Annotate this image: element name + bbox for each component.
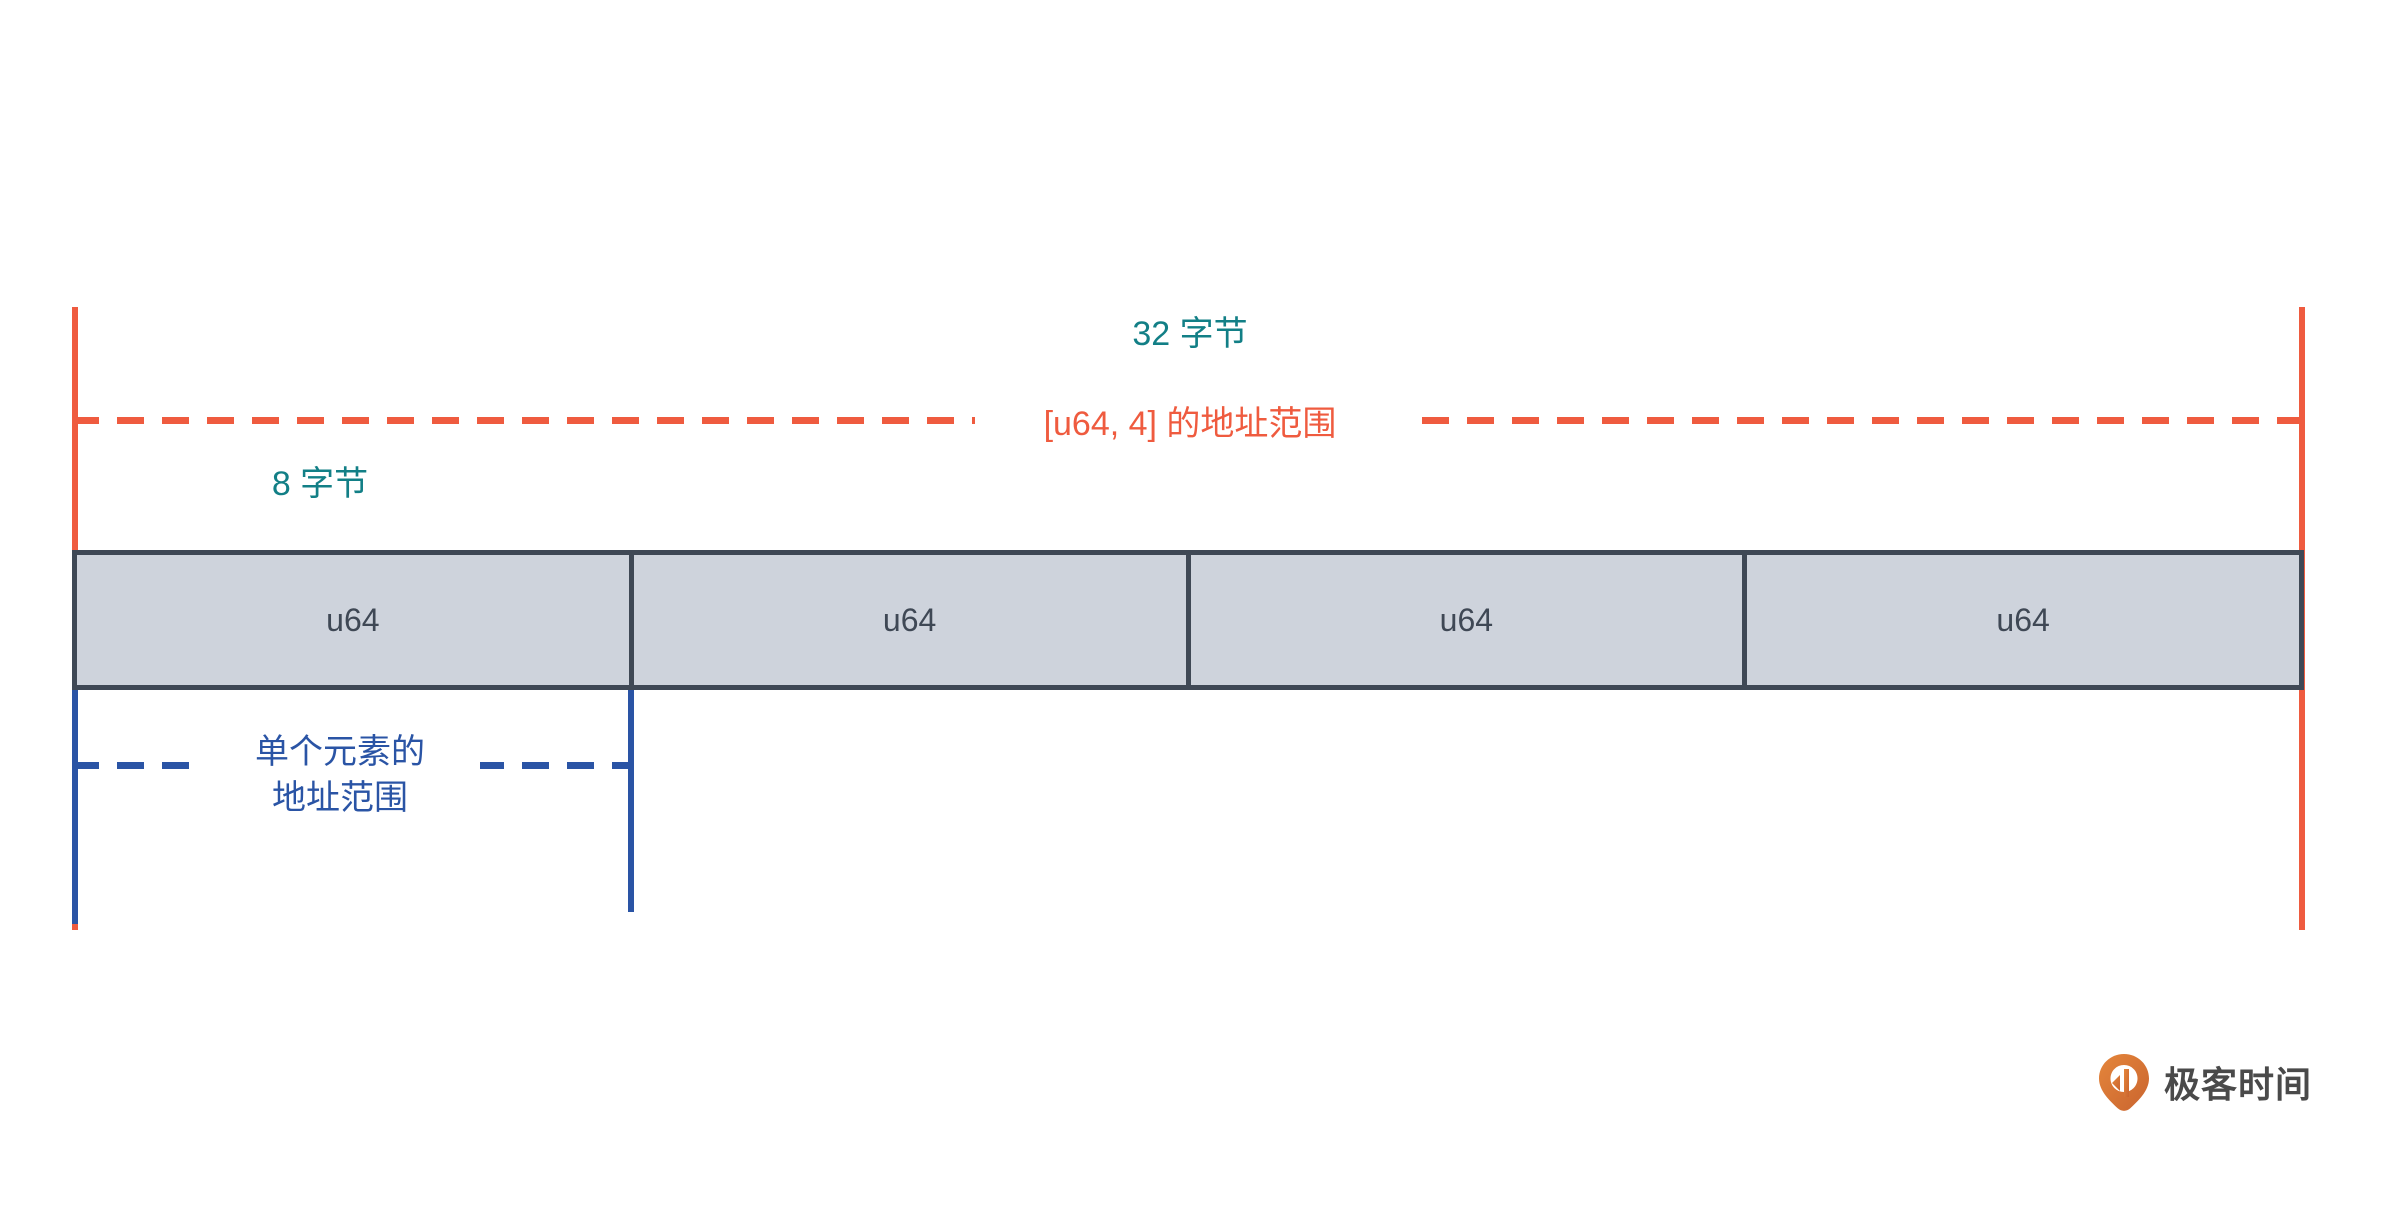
element-range-label: 单个元素的 地址范围 (200, 728, 480, 824)
brand-name: 极客时间 (2164, 1064, 2313, 1105)
element-range-right-bracket (628, 640, 634, 912)
outer-size-label: 32 字节 (1132, 315, 1248, 353)
memory-layout-row: u64 u64 u64 u64 (72, 550, 2304, 690)
memory-cell: u64 (634, 555, 1191, 685)
geektime-pin-icon (2098, 1053, 2150, 1111)
memory-cell: u64 (1747, 555, 2299, 685)
memory-cell-label: u64 (1439, 601, 1494, 638)
element-range-left-bracket (72, 646, 78, 924)
memory-cell-label: u64 (326, 601, 380, 638)
element-size-label: 8 字节 (271, 465, 369, 503)
brand-watermark: 极客时间 (2098, 1053, 2312, 1111)
memory-cell: u64 (1191, 555, 1748, 685)
memory-cell-label: u64 (882, 601, 937, 638)
memory-cell-label: u64 (1996, 601, 2050, 638)
memory-cell: u64 (77, 555, 634, 685)
outer-range-label: [u64, 4] 的地址范围 (975, 400, 1405, 450)
